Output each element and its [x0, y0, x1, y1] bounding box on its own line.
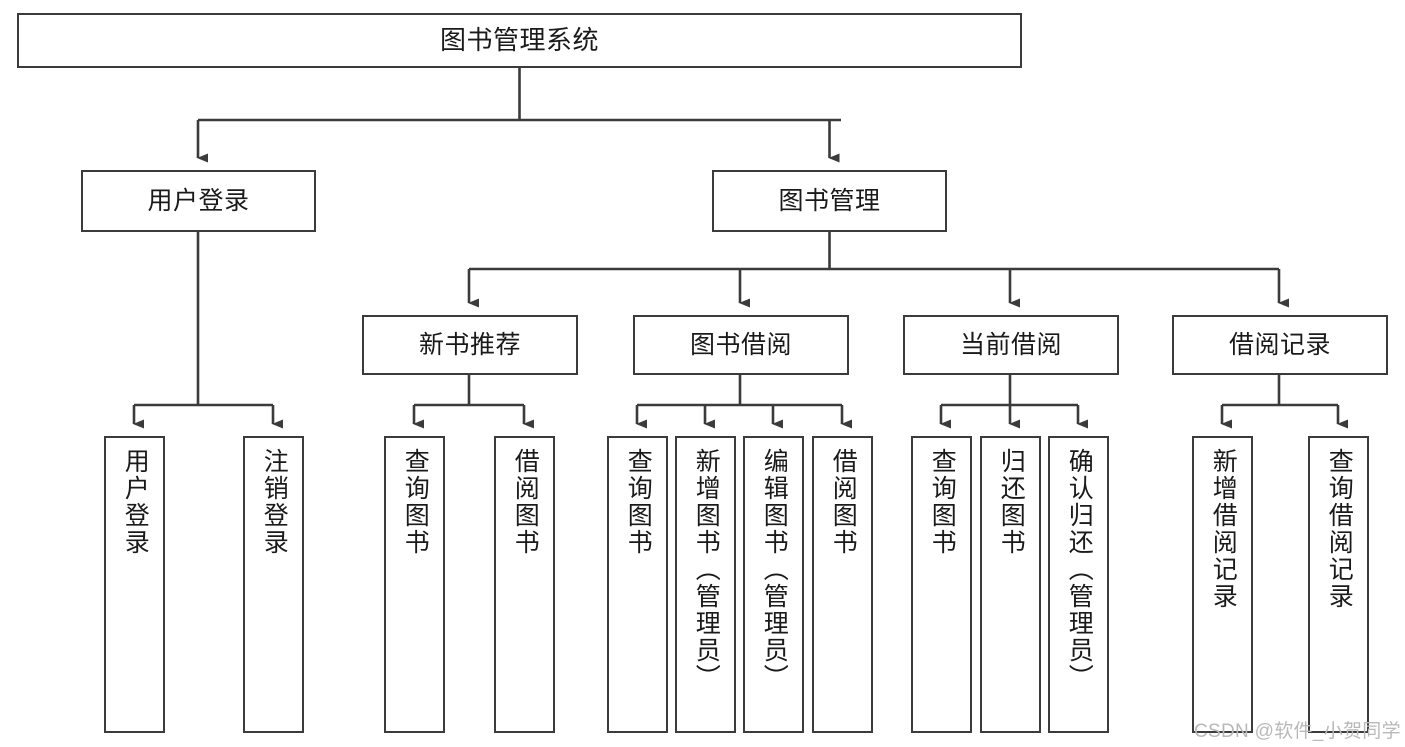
node-new-book-recommend[interactable]: 新书推荐 — [362, 315, 578, 375]
node-leaf-user-login[interactable]: 用户登录 — [104, 436, 165, 733]
node-borrow-record-label: 借阅记录 — [1228, 330, 1331, 359]
node-leaf-add-borrow-record[interactable]: 新增借阅记录 — [1192, 436, 1253, 733]
node-current-borrow-label: 当前借阅 — [959, 330, 1062, 359]
node-new-book-recommend-label: 新书推荐 — [418, 330, 521, 359]
node-leaf-query-book-3-label: 查询图书 — [928, 448, 957, 556]
node-leaf-logout-login-label: 注销登录 — [260, 448, 289, 556]
node-user-login-label: 用户登录 — [147, 186, 250, 215]
node-leaf-edit-book-admin[interactable]: 编辑图书（管理员） — [743, 436, 804, 733]
node-leaf-return-book-label: 归还图书 — [997, 448, 1026, 556]
node-book-manage[interactable]: 图书管理 — [712, 170, 947, 232]
node-leaf-borrow-book-1-label: 借阅图书 — [511, 448, 540, 556]
node-user-login[interactable]: 用户登录 — [81, 170, 316, 232]
node-root-label: 图书管理系统 — [439, 24, 599, 55]
node-leaf-logout-login[interactable]: 注销登录 — [243, 436, 304, 733]
node-leaf-query-book-1-label: 查询图书 — [401, 448, 430, 556]
node-book-borrow-label: 图书借阅 — [689, 330, 792, 359]
node-leaf-borrow-book-2-label: 借阅图书 — [829, 448, 858, 556]
node-leaf-query-borrow-record[interactable]: 查询借阅记录 — [1308, 436, 1369, 733]
node-current-borrow[interactable]: 当前借阅 — [903, 315, 1119, 375]
node-borrow-record[interactable]: 借阅记录 — [1172, 315, 1388, 375]
node-leaf-query-book-3[interactable]: 查询图书 — [911, 436, 972, 733]
node-leaf-query-book-2[interactable]: 查询图书 — [607, 436, 668, 733]
node-leaf-return-book[interactable]: 归还图书 — [980, 436, 1041, 733]
node-book-borrow[interactable]: 图书借阅 — [633, 315, 849, 375]
node-leaf-add-borrow-record-label: 新增借阅记录 — [1209, 448, 1238, 610]
node-root[interactable]: 图书管理系统 — [17, 13, 1022, 68]
node-leaf-confirm-return-admin-label: 确认归还（管理员） — [1065, 448, 1094, 691]
node-leaf-user-login-label: 用户登录 — [121, 448, 150, 556]
csdn-watermark: CSDN @软件_小贺同学 — [1194, 721, 1401, 742]
node-leaf-add-book-admin-label: 新增图书（管理员） — [692, 448, 721, 691]
node-leaf-borrow-book-1[interactable]: 借阅图书 — [494, 436, 555, 733]
node-leaf-confirm-return-admin[interactable]: 确认归还（管理员） — [1048, 436, 1109, 733]
node-book-manage-label: 图书管理 — [778, 186, 881, 215]
node-leaf-query-borrow-record-label: 查询借阅记录 — [1325, 448, 1354, 610]
node-leaf-query-book-2-label: 查询图书 — [624, 448, 653, 556]
node-leaf-add-book-admin[interactable]: 新增图书（管理员） — [675, 436, 736, 733]
node-leaf-borrow-book-2[interactable]: 借阅图书 — [812, 436, 873, 733]
node-leaf-query-book-1[interactable]: 查询图书 — [384, 436, 445, 733]
node-leaf-edit-book-admin-label: 编辑图书（管理员） — [760, 448, 789, 691]
